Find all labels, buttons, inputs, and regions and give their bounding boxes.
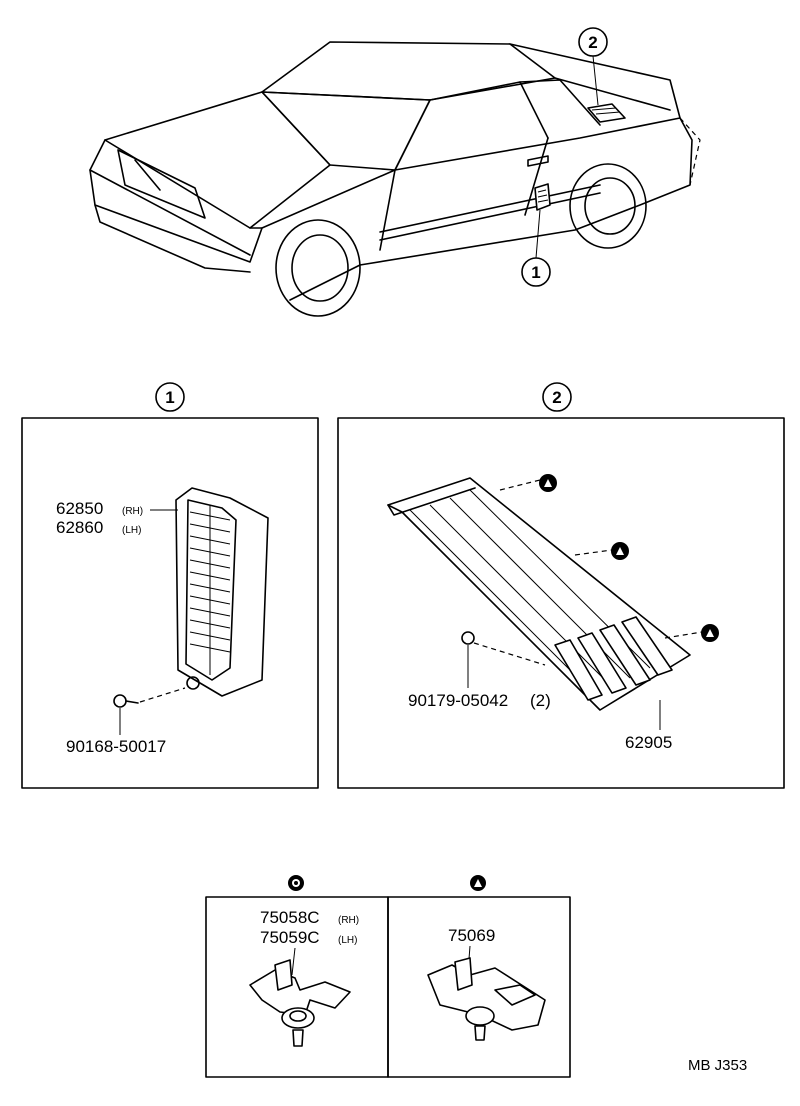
legend-header-circle [288, 875, 304, 891]
svg-text:(LH): (LH) [338, 935, 357, 946]
svg-text:75058C: 75058C [260, 908, 320, 927]
svg-text:62905: 62905 [625, 733, 672, 752]
svg-text:(2): (2) [530, 691, 551, 710]
section-2-header: 2 [542, 382, 572, 412]
svg-text:(LH): (LH) [122, 525, 141, 536]
svg-text:62850: 62850 [56, 499, 103, 518]
car-callout-1: 1 [521, 209, 551, 287]
section-2-callout: 2 [552, 388, 561, 407]
rear-duct-62905: 62905 [387, 477, 691, 752]
section-1-header: 1 [155, 382, 185, 412]
svg-text:75059C: 75059C [260, 928, 320, 947]
side-vent-grille [175, 487, 269, 697]
legend-header-triangle [470, 875, 486, 891]
section-2-box [337, 417, 785, 789]
callout-1-label: 1 [531, 263, 540, 282]
diagram-code: MB J353 [688, 1057, 747, 1074]
section-1-box [21, 417, 319, 789]
legend-box-right [387, 896, 571, 1078]
legend-clip-75069: 75069 [427, 926, 546, 1041]
svg-text:(RH): (RH) [338, 915, 359, 926]
clip-90179: 90179-05042 (2) [408, 631, 551, 710]
legend-clip-75058: 75058C (RH) 75059C (LH) [249, 908, 359, 1047]
screw-90168: 90168-50017 [66, 687, 186, 756]
label-62850: 62850 (RH) 62860 (LH) [56, 499, 178, 537]
car-illustration [89, 41, 701, 317]
section-1-callout: 1 [165, 388, 174, 407]
svg-text:90179-05042: 90179-05042 [408, 691, 508, 710]
svg-text:75069: 75069 [448, 926, 495, 945]
svg-text:(RH): (RH) [122, 506, 143, 517]
svg-text:90168-50017: 90168-50017 [66, 737, 166, 756]
svg-text:62860: 62860 [56, 518, 103, 537]
duct-clip-callouts [499, 474, 719, 642]
car-callout-2: 2 [578, 27, 608, 106]
callout-2-label: 2 [588, 33, 597, 52]
